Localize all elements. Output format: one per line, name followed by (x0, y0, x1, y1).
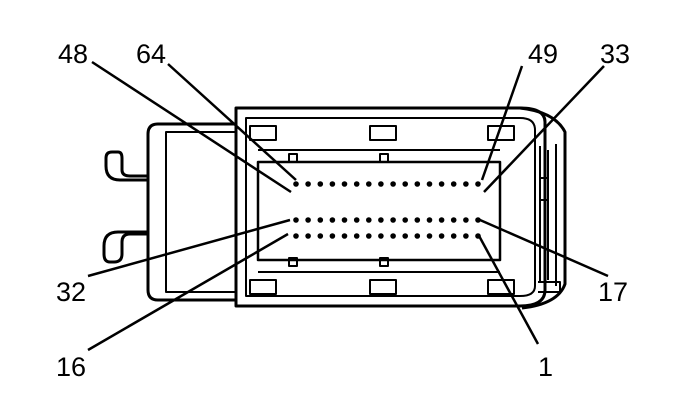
leader-16 (87, 232, 289, 352)
pin-top-8 (378, 181, 384, 187)
leader-1 (476, 233, 540, 345)
pin-bottom-10 (402, 233, 409, 239)
leader-48 (91, 60, 292, 194)
right-cap-detail-2 (547, 144, 557, 286)
pin-middle-15 (463, 217, 469, 223)
pin-bottom-9 (390, 233, 396, 239)
pin-middle-14 (450, 217, 457, 223)
pin-middle-10 (402, 217, 409, 223)
pin-top-15 (463, 181, 469, 187)
pin-middle-12 (426, 217, 433, 223)
pin-middle-2 (305, 217, 311, 223)
pin-bottom-14 (450, 233, 457, 239)
pin-top-11 (414, 181, 421, 187)
bottom-tab-left (249, 279, 277, 295)
pin-bottom-15 (463, 233, 469, 239)
pin-top-14 (450, 181, 457, 187)
pin-top-3 (317, 181, 324, 187)
leader-33 (483, 65, 605, 193)
side-latch (102, 150, 148, 264)
label-17: 17 (598, 277, 628, 307)
right-clip (539, 177, 549, 201)
pin-middle-8 (378, 217, 384, 223)
pin-middle-16 (475, 217, 481, 223)
pin-bottom-2 (305, 233, 311, 239)
pin-middle-9 (390, 217, 396, 223)
label-16: 16 (56, 352, 86, 382)
pin-top-10 (402, 181, 409, 187)
housing-outer (234, 106, 547, 308)
pin-bottom-8 (378, 233, 384, 239)
housing-inner (245, 117, 536, 297)
label-1: 1 (538, 352, 553, 382)
leader-lines (87, 60, 609, 352)
pin-top-7 (366, 181, 372, 187)
label-49: 49 (528, 39, 558, 69)
key-top-middle (379, 153, 389, 163)
pin-top-4 (329, 181, 336, 187)
pin-bottom-3 (317, 233, 324, 239)
pin-top-12 (426, 181, 433, 187)
top-tab-middle (369, 125, 397, 141)
left-flange (146, 122, 235, 302)
pin-middle-6 (353, 217, 360, 223)
leader-32 (87, 218, 291, 278)
pin-top-9 (390, 181, 396, 187)
key-top-left (288, 153, 298, 163)
right-clip-bottom (538, 281, 561, 293)
pin-top-16 (475, 181, 481, 187)
pin-middle-11 (414, 217, 421, 223)
key-bottom-middle (379, 257, 389, 267)
label-33: 33 (600, 39, 630, 69)
pin-cavity (256, 160, 502, 262)
pin-bottom-13 (438, 233, 445, 239)
pin-top-5 (341, 181, 348, 187)
label-32: 32 (56, 277, 86, 307)
top-tab-left (249, 125, 277, 141)
leader-64 (167, 63, 297, 181)
pin-middle-1 (293, 217, 299, 223)
pin-labels: 48 64 49 33 32 17 16 1 (56, 39, 630, 382)
key-bottom-left (288, 257, 298, 267)
connector-body (102, 106, 567, 310)
pin-top-6 (353, 181, 360, 187)
pin-bottom-7 (366, 233, 372, 239)
pin-bottom-5 (341, 233, 348, 239)
bottom-tab-right (487, 279, 515, 295)
pin-middle-5 (341, 217, 348, 223)
pin-top-2 (305, 181, 311, 187)
pin-top-13 (438, 181, 445, 187)
pin-bottom-4 (329, 233, 336, 239)
pin-array (293, 181, 481, 239)
bottom-tab-middle (369, 279, 397, 295)
pin-middle-13 (438, 217, 445, 223)
pin-bottom-1 (293, 233, 299, 239)
leader-17 (479, 218, 609, 278)
label-64: 64 (136, 39, 166, 69)
label-48: 48 (58, 39, 88, 69)
pin-middle-3 (317, 217, 324, 223)
pin-middle-4 (329, 217, 336, 223)
right-cap (519, 106, 567, 310)
pin-top-1 (293, 181, 299, 187)
left-flange-inner (165, 131, 235, 293)
pin-bottom-12 (426, 233, 433, 239)
leader-49 (480, 65, 524, 181)
pin-bottom-6 (353, 233, 360, 239)
pin-middle-7 (366, 217, 372, 223)
pin-bottom-11 (414, 233, 421, 239)
